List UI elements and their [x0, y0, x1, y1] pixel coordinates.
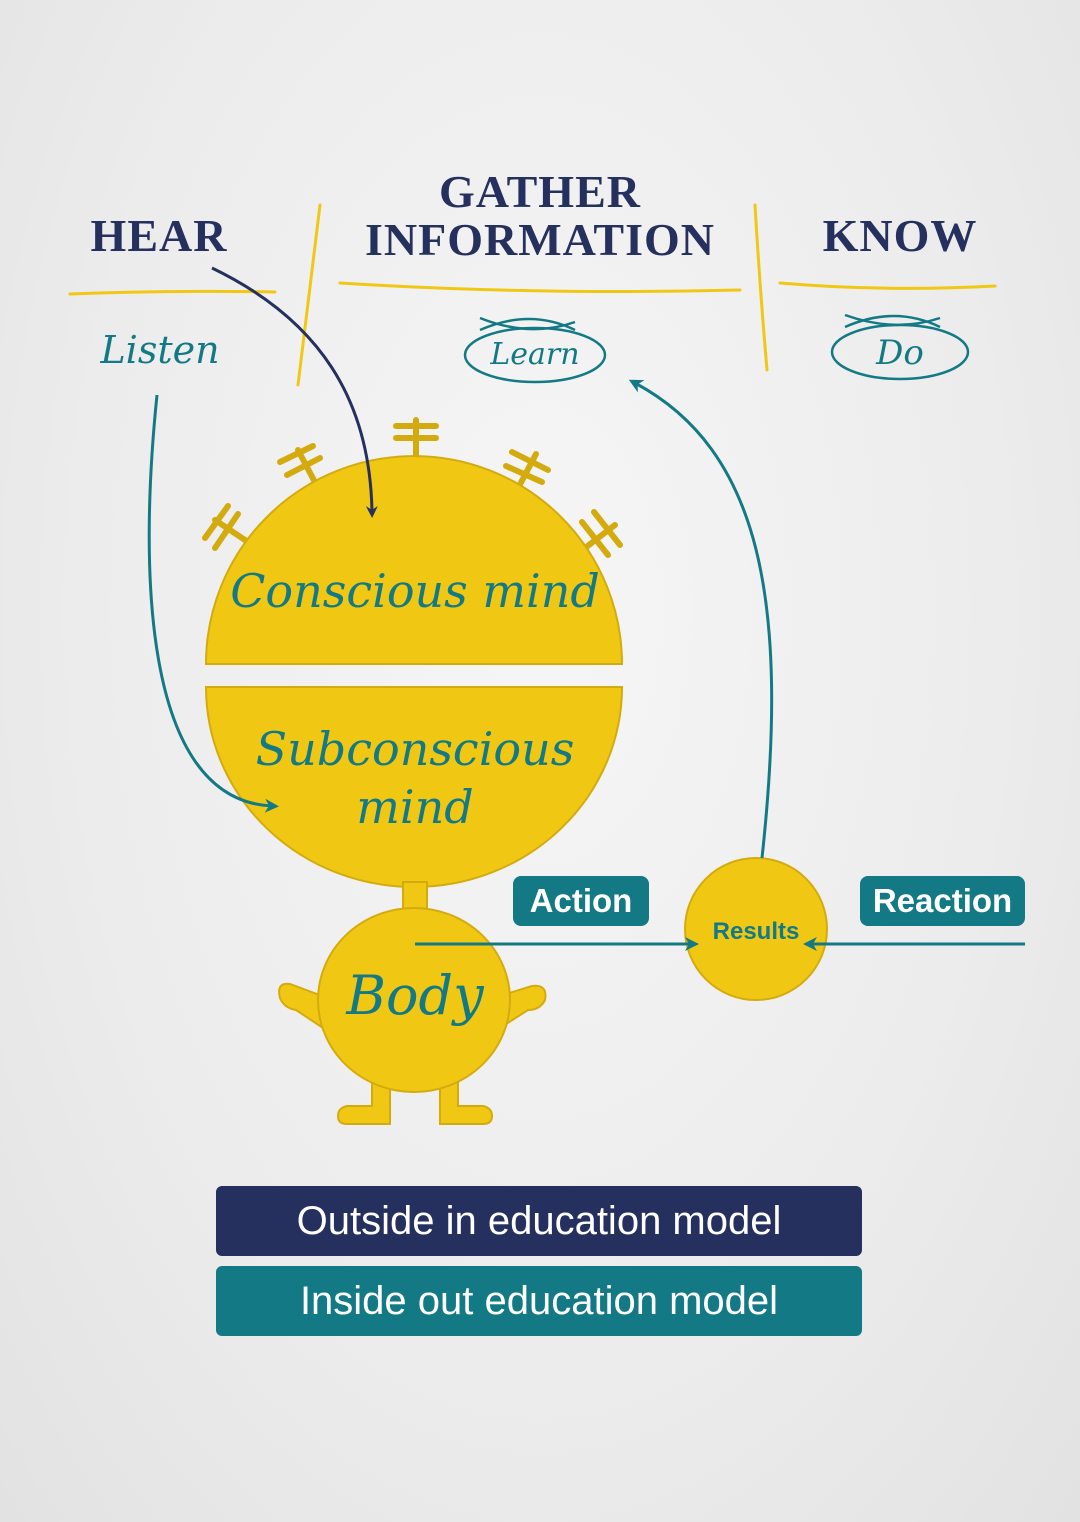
rule-under-know — [778, 281, 997, 290]
header-hear: HEAR — [90, 210, 228, 261]
hear-arrow — [211, 266, 378, 518]
header-gather-line2: INFORMATION — [364, 214, 716, 266]
label-learn: Learn — [490, 337, 580, 372]
crossed-do — [830, 313, 970, 381]
results-to-learn-arrow — [628, 379, 774, 859]
reaction-tag: Reaction — [860, 876, 1025, 926]
results-circle — [684, 857, 828, 1001]
header-gather: GATHER INFORMATION — [350, 166, 730, 266]
action-tag: Action — [513, 876, 649, 926]
label-conscious-mind: Conscious mind — [230, 564, 600, 618]
listen-arrow — [147, 394, 279, 813]
header-rules — [68, 203, 997, 387]
header-gather-line1: GATHER — [439, 166, 641, 217]
rule-under-hear — [68, 289, 277, 296]
body-shape — [317, 907, 511, 1093]
header-know: KNOW — [822, 210, 978, 261]
divider-right — [753, 203, 769, 372]
antennas — [202, 417, 623, 558]
label-listen: Listen — [100, 328, 220, 372]
label-subconscious-line1: Subconscious — [255, 722, 575, 776]
divider-left — [296, 203, 322, 387]
label-body: Body — [346, 964, 484, 1027]
legend-outside-in: Outside in education model — [216, 1186, 862, 1256]
label-subconscious-mind: Subconscious mind — [250, 720, 580, 836]
legend-inside-out: Inside out education model — [216, 1266, 862, 1336]
crossed-learn — [463, 316, 607, 384]
rule-under-gather — [338, 281, 742, 293]
conscious-mind-shape — [204, 455, 624, 665]
label-subconscious-line2: mind — [356, 780, 474, 834]
label-do: Do — [876, 333, 924, 373]
results-label: Results — [712, 918, 800, 945]
